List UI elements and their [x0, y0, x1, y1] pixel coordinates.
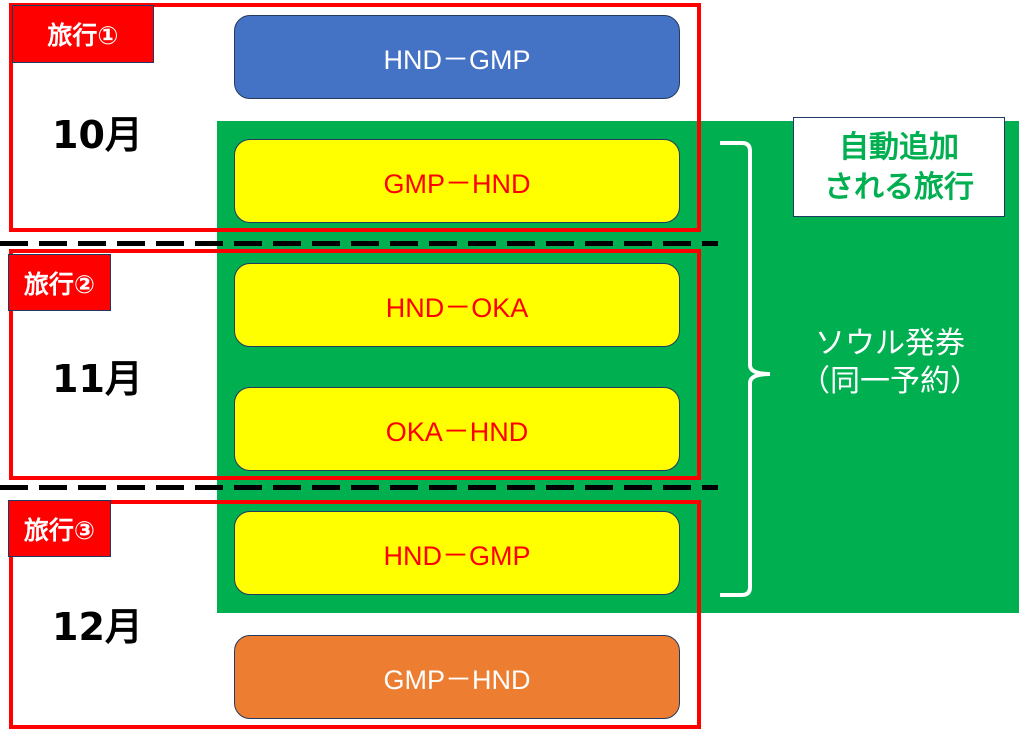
trip-label-text: 旅行③: [23, 515, 96, 545]
flight-route: GMP－HND: [383, 664, 531, 695]
flight-6: GMP－HND: [234, 635, 680, 719]
callout-line-2: される旅行: [824, 170, 974, 205]
trip-frame-2: [9, 249, 701, 480]
flight-2: GMP－HND: [234, 139, 680, 223]
auto-added-trips-callout: 自動追加 される旅行: [793, 117, 1005, 217]
month-separator-2: [0, 485, 718, 490]
trip-label-text: 旅行①: [47, 21, 119, 50]
flight-1: HND－GMP: [234, 15, 680, 99]
callout-line-1: 自動追加: [839, 130, 959, 165]
trip-frame-1: [9, 3, 701, 232]
trip-label-1: 旅行①: [12, 5, 154, 63]
ticket-note-line-2: （同一予約）: [800, 364, 980, 399]
trip-label-3: 旅行③: [8, 500, 111, 557]
trip-label-text: 旅行②: [23, 269, 96, 299]
flight-route: OKA－HND: [385, 416, 529, 447]
trip-frame-3: [9, 500, 701, 729]
month-label-1: 10月: [52, 113, 143, 157]
flight-route: GMP－HND: [383, 168, 531, 199]
month-separator-1: [0, 241, 718, 246]
flight-route: HND－GMP: [383, 540, 531, 571]
month-label-2: 11月: [52, 357, 143, 401]
curly-brace-icon: [720, 141, 771, 597]
flight-4: OKA－HND: [234, 387, 680, 471]
month-label-3: 12月: [52, 605, 143, 649]
flight-route: HND－OKA: [385, 292, 529, 323]
flight-route: HND－GMP: [383, 44, 531, 75]
seoul-ticket-note: ソウル発券 （同一予約）: [760, 325, 1020, 401]
trip-label-2: 旅行②: [8, 254, 111, 311]
ticket-note-line-1: ソウル発券: [815, 326, 965, 361]
flight-5: HND－GMP: [234, 511, 680, 595]
flight-3: HND－OKA: [234, 263, 680, 347]
